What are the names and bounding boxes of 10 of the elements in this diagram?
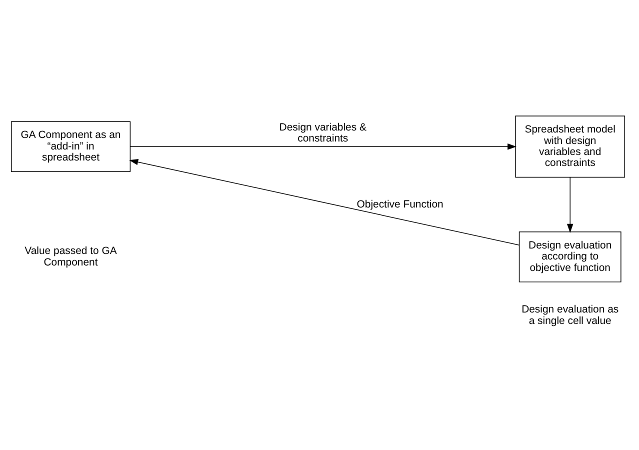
edge-label: Objective Function	[356, 198, 444, 210]
arrow	[129, 158, 520, 245]
node-label: Design evaluation as a single cell value	[522, 304, 619, 326]
label: Value passed to GA Component	[24, 246, 117, 268]
arrow	[130, 143, 517, 150]
node-box: Design evaluation according to objective function	[518, 230, 622, 282]
edge-label: Design variables & constraints	[279, 122, 366, 144]
arrow	[566, 176, 574, 232]
node-box: Spreadsheet model with design variables and constraints	[515, 115, 626, 178]
node-box: GA Component as an “add-in” in spreadsheet	[10, 120, 131, 172]
